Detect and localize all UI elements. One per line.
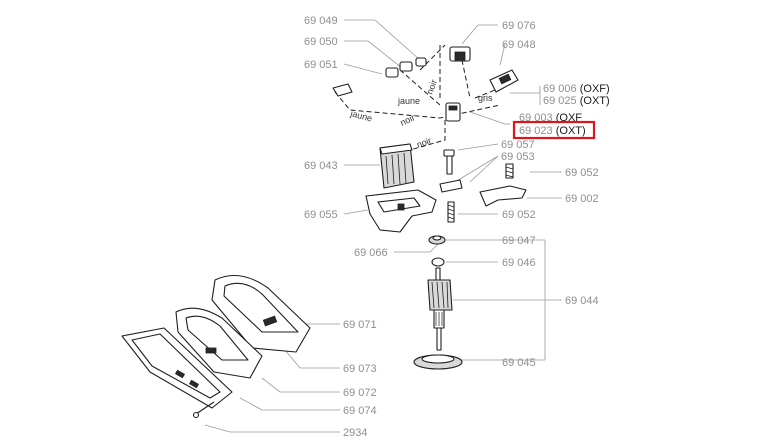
leader-lines	[204, 19, 562, 433]
label-69047: 69 047	[502, 235, 536, 247]
label-69072: 69 072	[343, 387, 377, 399]
pin-part	[443, 149, 455, 157]
label-69045: 69 045	[502, 357, 536, 369]
label-69043: 69 043	[304, 160, 338, 172]
label-69025: 69 025 (OXT)	[543, 95, 610, 107]
label-69076: 69 076	[502, 20, 536, 32]
label-69052-lower: 69 052	[502, 209, 536, 221]
armature-core-part	[427, 279, 453, 311]
connector-part-a	[385, 67, 399, 78]
label-69055: 69 055	[304, 209, 338, 221]
spring-part-a	[447, 201, 455, 223]
connector-part-b	[399, 61, 413, 72]
label-69074: 69 074	[343, 405, 377, 417]
wire-label-jaune-top: jaune	[397, 96, 420, 106]
wire-label-gris: gris	[478, 93, 493, 103]
switch-assembly	[332, 44, 519, 151]
wire-label-jaune-left: jaune	[349, 108, 374, 124]
label-69049: 69 049	[304, 15, 338, 27]
plug-part	[332, 83, 353, 97]
connector-part-c	[415, 57, 427, 67]
switch-button-part	[454, 51, 466, 61]
label-69051: 69 051	[304, 59, 338, 71]
label-69057: 69 057	[501, 139, 535, 151]
lever-part	[479, 185, 527, 207]
label-2934: 2934	[343, 427, 367, 439]
shaft-assembly	[439, 149, 514, 223]
label-69050: 69 050	[304, 36, 338, 48]
label-69002: 69 002	[565, 193, 599, 205]
label-69071: 69 071	[343, 319, 377, 331]
shaft-part	[446, 155, 453, 175]
wire-label-noir-top: noir	[424, 78, 439, 96]
blade-guard-assembly	[121, 274, 311, 419]
armature-assembly	[413, 235, 463, 370]
wire-label-noir-low: noir	[415, 135, 433, 150]
part-labels: 69 049 69 050 69 051 69 076 69 048 69 00…	[304, 15, 610, 439]
label-69006: 69 006 (OXF)	[543, 83, 610, 95]
stator-part	[379, 143, 415, 189]
label-69073: 69 073	[343, 363, 377, 375]
label-69048: 69 048	[502, 39, 536, 51]
gear-housing-part	[365, 189, 437, 233]
label-69023: 69 023 (OXT)	[519, 125, 586, 137]
label-69046: 69 046	[502, 257, 536, 269]
label-69052-upper: 69 052	[565, 167, 599, 179]
washer-part	[431, 257, 445, 267]
screw-part	[192, 411, 200, 419]
label-69066: 69 066	[354, 247, 388, 259]
label-69044: 69 044	[565, 295, 599, 307]
label-69053: 69 053	[501, 151, 535, 163]
cam-part	[439, 179, 463, 193]
highlight-box	[512, 120, 596, 140]
